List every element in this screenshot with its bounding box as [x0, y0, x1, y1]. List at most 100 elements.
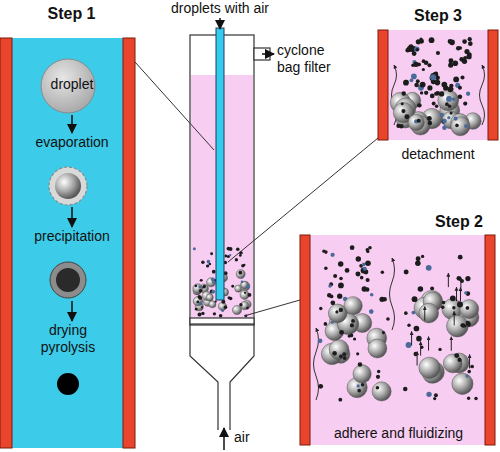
particles: [458, 86, 462, 90]
particles: [465, 374, 468, 377]
particles: [467, 397, 470, 400]
reactor: [190, 324, 254, 430]
particles: [414, 326, 420, 332]
particles: [402, 91, 406, 95]
leader-lines: [135, 62, 214, 150]
particles: [424, 307, 425, 321]
particle-bed: [199, 289, 203, 293]
particles: [319, 307, 322, 310]
particles: [416, 48, 419, 51]
particles: [368, 246, 372, 250]
particles: [420, 91, 423, 94]
particle-bed: [244, 292, 246, 294]
particles: [424, 60, 429, 65]
particle-bed: [241, 277, 243, 279]
particle-bed: [221, 309, 224, 312]
particles: [434, 393, 438, 397]
particle-bed: [219, 314, 223, 318]
particles: [435, 80, 441, 86]
particles: [363, 267, 367, 271]
particles: [415, 260, 421, 266]
particles: [318, 338, 323, 343]
droplet-stages: [56, 268, 80, 292]
particles: [328, 284, 332, 288]
particles: [470, 365, 474, 369]
particles: [427, 85, 432, 90]
particles: [360, 276, 364, 280]
step3-panel: [388, 30, 488, 140]
particle-bed: [195, 308, 198, 311]
particles: [469, 354, 470, 368]
particles: [454, 117, 458, 121]
particle-bed: [195, 285, 198, 288]
flow-arrow: [71, 115, 73, 133]
particle-bed: [241, 264, 245, 268]
particles: [411, 74, 417, 80]
particles: [414, 46, 419, 51]
stage-node: evaporation: [18, 134, 126, 206]
particles: [350, 245, 355, 250]
particles: [464, 49, 469, 54]
particles: [443, 354, 462, 373]
particle-bed: [246, 285, 250, 289]
step2-panel: [300, 235, 310, 445]
particles: [356, 352, 359, 355]
particles: [376, 386, 380, 390]
leader-lines: [135, 62, 378, 316]
particle-bed: [202, 285, 205, 288]
particle-bed: [236, 247, 240, 251]
particles: [474, 397, 477, 400]
particles: [429, 37, 435, 43]
step3-panel: [488, 30, 498, 140]
particles: [447, 315, 469, 337]
particles: [461, 323, 465, 327]
particles: [420, 82, 426, 88]
particles: [417, 352, 418, 366]
particle-bed: [206, 265, 208, 267]
particles: [357, 384, 360, 387]
particles: [427, 116, 432, 121]
step1-panel: [0, 38, 135, 448]
particle-bed: [246, 307, 249, 310]
flow-label: cyclone bag filter: [277, 42, 349, 76]
stage-label: drying pyrolysis: [32, 322, 104, 356]
particles: [329, 340, 349, 360]
particle-bed: [201, 261, 204, 264]
particle-bed: [210, 252, 213, 255]
particle-bed: [201, 312, 204, 315]
particles: [332, 351, 337, 356]
reactor: [219, 18, 221, 29]
particles: [338, 398, 342, 402]
flow-arrows: [480, 65, 485, 125]
particle-bed: [193, 297, 202, 306]
reactor: [262, 53, 274, 55]
particles: [366, 278, 370, 282]
particles: [330, 294, 334, 298]
particles: [466, 322, 471, 327]
particles: [365, 261, 371, 267]
flow-arrows: [314, 328, 319, 400]
droplet-stages: [55, 173, 81, 199]
particle-bed: [206, 294, 213, 301]
particles: [458, 95, 462, 99]
particles: [464, 291, 467, 294]
particles: [447, 116, 450, 119]
particles: [430, 75, 436, 81]
particles: [407, 46, 413, 52]
flow-arrow: [71, 301, 73, 321]
particles: [464, 124, 468, 128]
flow-label: air: [234, 429, 274, 446]
step3-panel: [378, 30, 388, 140]
particle-bed: [207, 260, 211, 264]
particles: [451, 337, 452, 351]
particle-bed: [209, 301, 216, 308]
particle-bed: [211, 278, 215, 282]
particles: [463, 101, 467, 105]
particles: [331, 321, 334, 324]
particles: [368, 339, 387, 358]
particles: [342, 352, 346, 356]
droplet-stages: [49, 167, 87, 205]
particles: [446, 96, 452, 102]
leader-lines: [244, 300, 300, 316]
particles: [440, 113, 444, 117]
